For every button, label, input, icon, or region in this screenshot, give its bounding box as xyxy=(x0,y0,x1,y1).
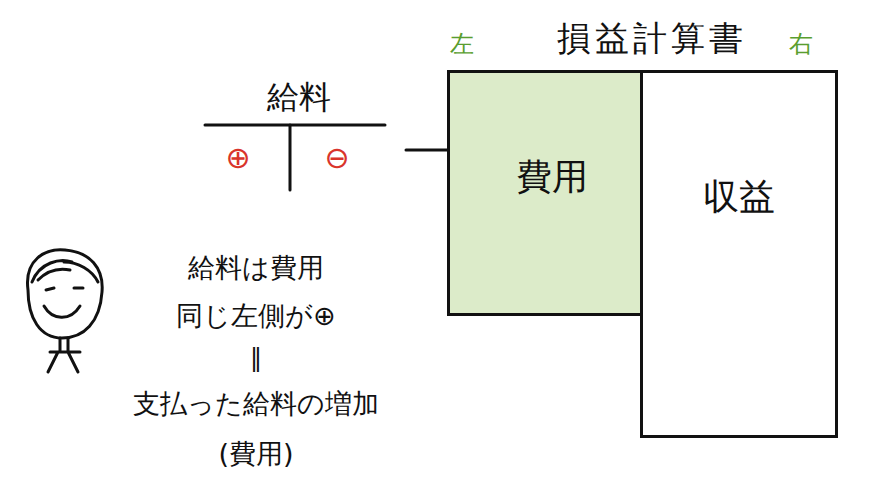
note-line: 支払った給料の増加 xyxy=(133,386,379,422)
t-account-line xyxy=(289,125,292,190)
note-line: 給料は費用 xyxy=(188,250,324,286)
expense-box: 費用 xyxy=(447,70,656,316)
side-label: 右 xyxy=(789,28,813,60)
stick-figure xyxy=(28,250,103,372)
minus-symbol: ⊖ xyxy=(324,140,349,175)
revenue-box: 収益 xyxy=(640,70,838,438)
node-text: 給料 xyxy=(205,76,392,120)
node-text: 費用 xyxy=(450,153,653,202)
plus-symbol: ⊕ xyxy=(225,140,250,175)
t-account-line xyxy=(205,124,385,127)
equals-mark: ‖ xyxy=(250,344,262,372)
side-label: 左 xyxy=(450,28,474,60)
connector-line xyxy=(406,149,447,152)
node-text: 収益 xyxy=(643,173,835,222)
note-line: (費用) xyxy=(218,436,293,472)
title: 損益計算書 xyxy=(557,16,747,62)
note-line: 同じ左側が⊕ xyxy=(176,298,336,334)
